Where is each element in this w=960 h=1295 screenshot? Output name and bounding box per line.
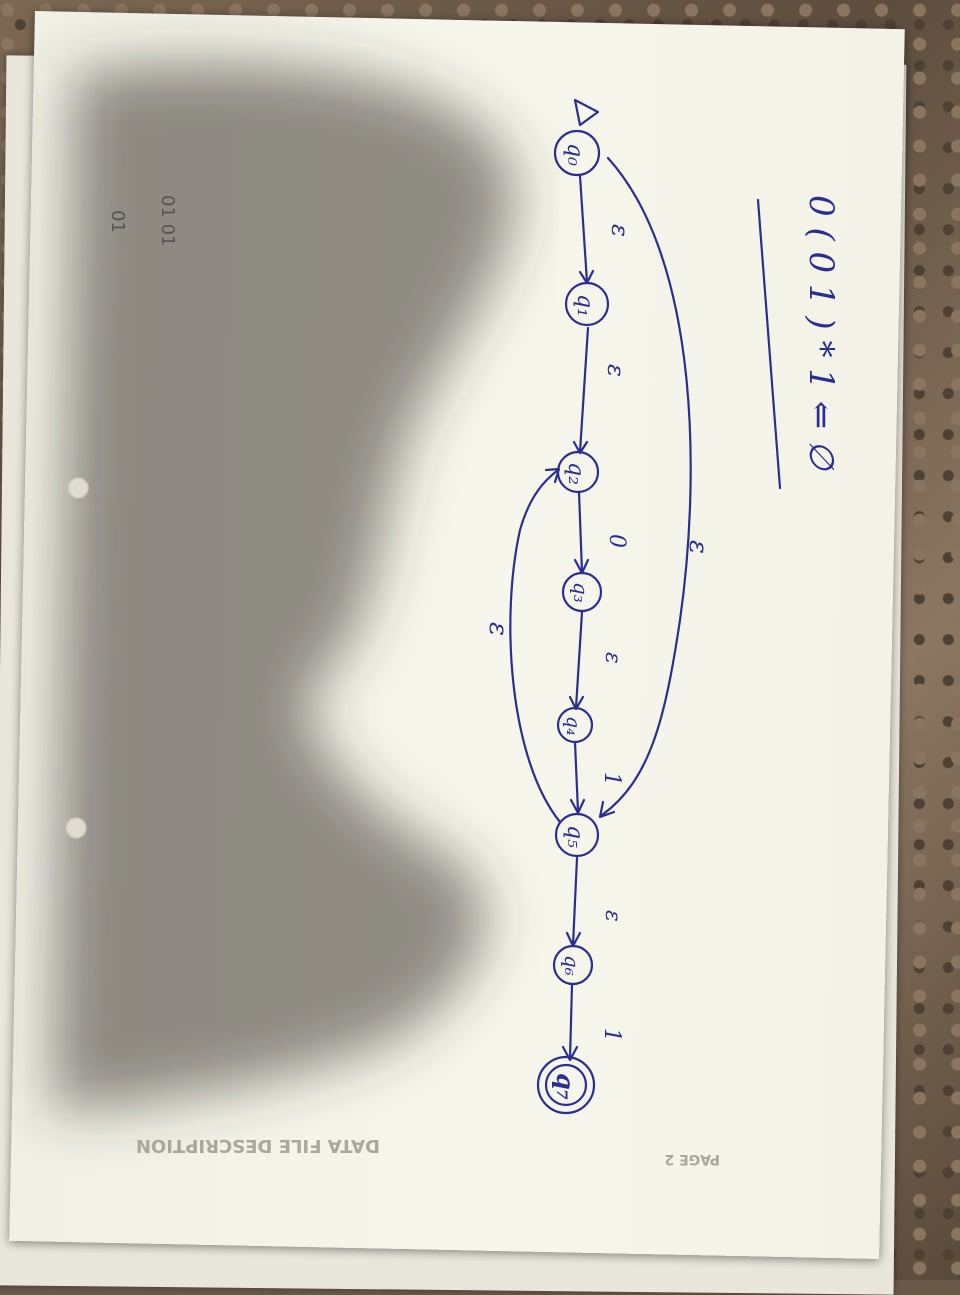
state-q7-accepting: q₇: [536, 1055, 596, 1115]
edge-q6-q7: [561, 983, 579, 1062]
regex-title: 0 ( 0 1 ) * 1 ⇐ ∅: [801, 195, 841, 471]
edge-q0-q5-bypass: [598, 156, 692, 819]
svg-text:q₃: q₃: [569, 582, 593, 603]
label-q4-q5: 1: [599, 772, 624, 786]
svg-text:q₂: q₂: [563, 462, 588, 485]
edge-q5-q2-loop: [509, 467, 562, 824]
label-q3-q4: ε: [600, 652, 625, 664]
edge-q4-q5: [569, 740, 586, 815]
state-q2: q₂: [556, 450, 600, 494]
label-q6-q7: 1: [599, 1028, 624, 1042]
label-q1-q2: ε: [602, 364, 630, 377]
state-q1: q₁: [564, 281, 610, 327]
label-q2-q3: 0: [604, 534, 629, 548]
edge-q3-q4: [568, 610, 585, 711]
binder-hole: [65, 817, 87, 839]
svg-text:q₆: q₆: [560, 955, 584, 976]
start-arrow: [573, 98, 600, 127]
binder-hole: [67, 477, 89, 499]
label-q5-q2-loop: ε: [483, 622, 513, 636]
label-q0-q5-bypass: ε: [683, 540, 713, 554]
pencil-note-2: 01: [107, 210, 128, 233]
edge-q1-q2: [572, 326, 590, 455]
state-q5: q₅: [554, 812, 600, 858]
svg-text:q₀: q₀: [562, 143, 587, 166]
label-q5-q6: ε: [600, 910, 625, 922]
edge-q5-q6: [565, 856, 582, 948]
state-q4: q₄: [556, 706, 594, 744]
state-q3: q₃: [561, 571, 603, 613]
svg-text:q₄: q₄: [562, 716, 584, 736]
edge-q2-q3: [573, 490, 590, 575]
pencil-note-1: 01 01: [157, 195, 178, 247]
svg-text:q₇: q₇: [551, 1073, 580, 1100]
svg-text:q₁: q₁: [572, 294, 597, 317]
printed-page-label: PAGE 2: [665, 1151, 720, 1167]
printed-heading: DATA FILE DESCRIPTION: [136, 1135, 380, 1156]
state-q6: q₆: [552, 944, 594, 986]
label-q0-q1: ε: [606, 224, 634, 237]
svg-text:q₅: q₅: [562, 825, 587, 848]
state-q0: q₀: [553, 129, 601, 177]
title-underline: [756, 198, 782, 490]
edge-q0-q1: [578, 174, 595, 285]
